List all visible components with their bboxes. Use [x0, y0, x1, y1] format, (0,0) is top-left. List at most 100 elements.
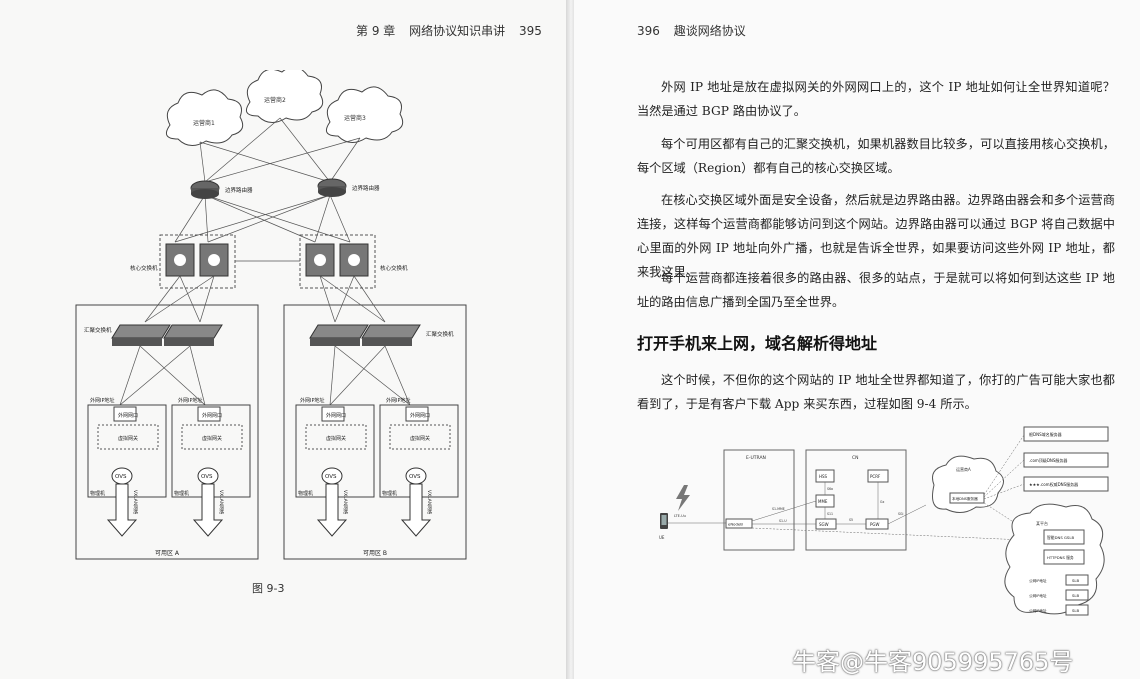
svg-text:OVS: OVS	[115, 474, 127, 480]
svg-text:HTTPDNS 服务: HTTPDNS 服务	[1047, 555, 1074, 560]
svg-text:物理机: 物理机	[382, 490, 397, 497]
operator-a-cloud	[932, 455, 1004, 513]
svg-text:虚拟网关: 虚拟网关	[326, 435, 346, 442]
svg-text:外网IP地址: 外网IP地址	[300, 397, 325, 404]
svg-text:VXLAN网络: VXLAN网络	[218, 490, 225, 515]
zone-b-label: 可用区 B	[363, 550, 387, 557]
svg-text:OVS: OVS	[325, 474, 337, 480]
svg-text:VXLAN网络: VXLAN网络	[342, 490, 349, 515]
watermark-text: 牛客@牛客905995765号	[792, 648, 1074, 676]
svg-text:VXLAN网络: VXLAN网络	[132, 490, 139, 515]
operator-cloud-3: 运营商3	[325, 86, 404, 143]
svg-text:★★★.com权威DNS服务器: ★★★.com权威DNS服务器	[1029, 481, 1078, 487]
svg-text:物理机: 物理机	[298, 490, 313, 497]
cloud-label-1: 运营商1	[193, 119, 215, 127]
svg-text:S1-MME: S1-MME	[772, 507, 785, 511]
svg-text:公网IP地址: 公网IP地址	[1029, 578, 1047, 583]
border-router-label-left: 边界路由器	[225, 186, 253, 194]
svg-text:SLB: SLB	[1072, 608, 1080, 613]
book-spine	[566, 0, 576, 679]
lightning-icon	[676, 485, 690, 511]
host-machine-2: 外网IP地址 外网网口 虚拟网关 OVS 物理机	[171, 397, 251, 537]
chapter-label: 第 9 章	[356, 24, 396, 38]
svg-text:HSS: HSS	[819, 474, 828, 479]
svg-text:S1-U: S1-U	[779, 519, 787, 523]
svg-text:PGW: PGW	[870, 522, 880, 527]
svg-text:虚拟网关: 虚拟网关	[118, 435, 138, 442]
svg-text:外网网口: 外网网口	[326, 412, 346, 419]
svg-text:虚拟网关: 虚拟网关	[410, 435, 430, 442]
eutran-box	[723, 449, 795, 551]
left-page-number: 395	[518, 24, 542, 38]
local-dns-box	[949, 492, 985, 504]
zone-b-box	[283, 304, 467, 560]
svg-text:CN: CN	[852, 455, 859, 461]
agg-switch-label-left: 汇聚交换机	[84, 326, 112, 334]
svg-text:公网IP地址: 公网IP地址	[1029, 593, 1047, 598]
svg-text:MME: MME	[818, 499, 828, 504]
cloud-label-3: 运营商3	[344, 114, 366, 122]
border-router-label-right: 边界路由器	[352, 184, 380, 192]
right-page-number: 396	[637, 24, 660, 38]
svg-text:LTE-Uu: LTE-Uu	[674, 514, 686, 518]
svg-text:根DNS域名服务器: 根DNS域名服务器	[1029, 431, 1062, 437]
core-switch-label-left: 核心交换机	[130, 264, 158, 272]
svg-text:VXLAN网络: VXLAN网络	[426, 490, 433, 515]
paragraph-3: 在核心交换区域外面是安全设备，然后就是边界路由器。边界路由器会和多个运营商连接，…	[637, 193, 1115, 279]
svg-text:外网IP地址: 外网IP地址	[178, 397, 203, 404]
svg-text:外网网口: 外网网口	[202, 412, 222, 419]
paragraph-1: 外网 IP 地址是放在虚拟网关的外网网口上的，这个 IP 地址如何让全世界知道呢…	[637, 80, 1115, 118]
gslb-box	[1043, 529, 1085, 545]
svg-text:S11: S11	[827, 512, 833, 516]
ue-phone-icon: UE	[659, 513, 668, 540]
svg-text:外网网口: 外网网口	[410, 412, 430, 419]
figure-9-3-caption: 图 9-3	[252, 582, 285, 595]
svg-text:运营商A: 运营商A	[956, 466, 971, 472]
aggregation-switches	[111, 324, 421, 346]
operator-cloud-2: 运营商2	[245, 70, 324, 123]
core-switch-icons	[165, 243, 369, 277]
core-switch-label-right: 核心交换机	[380, 264, 408, 272]
svg-text:PCRF: PCRF	[870, 474, 881, 479]
book-title: 趣谈网络协议	[673, 24, 746, 38]
svg-text:eNodeB: eNodeB	[728, 522, 743, 527]
cn-box	[805, 449, 907, 551]
cloud-label-2: 运营商2	[264, 96, 286, 104]
svg-text:物理机: 物理机	[90, 490, 105, 497]
svg-text:E-UTRAN: E-UTRAN	[746, 455, 766, 461]
svg-text:SGi: SGi	[898, 512, 903, 516]
right-page-header: 396 趣谈网络协议	[637, 22, 756, 39]
network-topology-figure: 运营商1 运营商2 运营商3 边界路由器	[75, 70, 467, 560]
svg-text:智能DNS GSLB: 智能DNS GSLB	[1047, 535, 1074, 540]
paragraph-5: 这个时候，不但你的这个网站的 IP 地址全世界都知道了，你打的广告可能大家也都看…	[637, 373, 1115, 411]
svg-text:外网IP地址: 外网IP地址	[386, 397, 411, 404]
svg-text:S6a: S6a	[827, 487, 833, 491]
svg-text:S5: S5	[849, 518, 853, 522]
svg-text:虚拟网关: 虚拟网关	[202, 435, 222, 442]
core-area-left	[159, 234, 236, 289]
agg-switch-label-right: 汇聚交换机	[426, 330, 454, 338]
host-machine-3: 外网IP地址 外网网口 虚拟网关 OVS 物理机	[295, 397, 375, 537]
paragraph-4: 每个运营商都连接着很多的路由器、很多的站点，于是就可以将如何到达这些 IP 地址…	[637, 271, 1115, 309]
dns-resolution-figure: E-UTRAN CN UE LTE-Uu eNodeB HSS PCRF MME…	[659, 426, 1109, 616]
httpdns-box	[1043, 549, 1085, 565]
svg-text:.com顶级DNS服务器: .com顶级DNS服务器	[1029, 457, 1067, 463]
left-page-header: 第 9 章 网络协议知识串讲 395	[356, 22, 552, 39]
root-dns-box	[1023, 426, 1109, 442]
svg-text:UE: UE	[659, 535, 665, 540]
zone-a-label: 可用区 A	[155, 550, 180, 557]
host-machine-1: 外网IP地址 外网网口 虚拟网关 OVS 物理机	[87, 397, 167, 537]
svg-text:SGW: SGW	[819, 522, 829, 527]
border-router-left: 边界路由器	[190, 180, 253, 199]
paragraph-2: 每个可用区都有自己的汇聚交换机，如果机器数目比较多，可以直接用核心交换机，每个区…	[637, 137, 1115, 175]
host-machine-4: 外网IP地址 外网网口 虚拟网关 OVS 物理机	[379, 397, 459, 537]
chapter-title: 网络协议知识串讲	[409, 24, 506, 38]
left-page: 第 9 章 网络协议知识串讲 395 运营商1 运营商2 运营商3	[0, 0, 568, 679]
border-router-right: 边界路由器	[317, 178, 380, 197]
operator-cloud-1: 运营商1	[165, 89, 244, 146]
zone-a-box	[75, 304, 259, 560]
svg-text:外网IP地址: 外网IP地址	[90, 397, 115, 404]
right-page: 396 趣谈网络协议 外网 IP 地址是放在虚拟网关的外网网口上的，这个 IP …	[574, 0, 1140, 679]
svg-text:公网IP地址: 公网IP地址	[1029, 608, 1047, 613]
section-title: 打开手机来上网，域名解析得地址	[637, 334, 878, 353]
